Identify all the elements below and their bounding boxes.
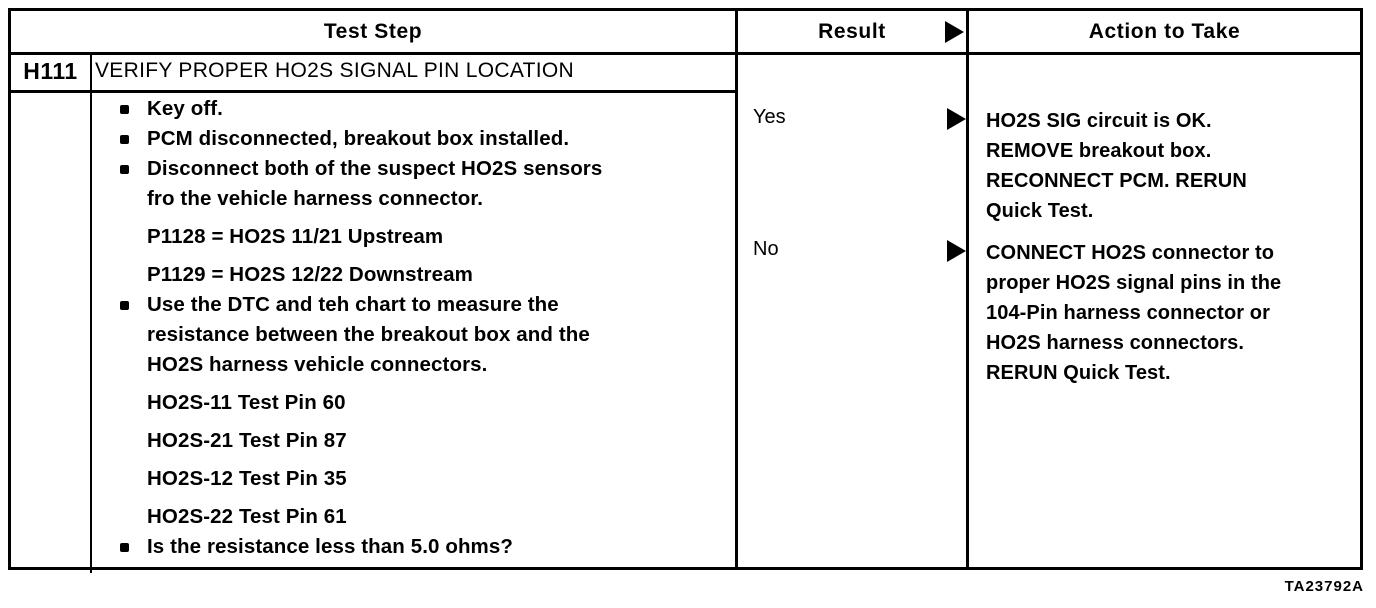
test-step-text: Key off.: [147, 97, 223, 120]
right-triangle-icon: [947, 108, 966, 130]
branch-action-line: Quick Test.: [986, 200, 1094, 222]
test-step-text: P1129 = HO2S 12/22 Downstream: [147, 263, 473, 286]
column-header-result-label: Result: [818, 19, 886, 43]
branch-action-line: HO2S harness connectors.: [986, 332, 1245, 354]
branch-action-line: RECONNECT PCM. RERUN: [986, 170, 1247, 192]
column-header-action: Action to Take: [969, 11, 1360, 52]
step-id-divider: [90, 52, 92, 573]
bullet-icon: [120, 105, 129, 114]
test-step-list: Key off. PCM disconnected, breakout box i…: [11, 94, 731, 562]
branch-action: CONNECT HO2S connector to proper HO2S sig…: [986, 238, 1366, 388]
branch-action-line: proper HO2S signal pins in the: [986, 272, 1282, 294]
step-id: H111: [11, 52, 90, 90]
bullet-icon: [120, 135, 129, 144]
bullet-icon: [120, 165, 129, 174]
diagnostic-table: Test Step Result Action to Take H111 VER…: [8, 8, 1366, 573]
test-step-item: Key off.: [11, 94, 731, 124]
test-step-item: Use the DTC and teh chart to measure the…: [11, 290, 731, 380]
test-step-text: HO2S-11 Test Pin 60: [147, 391, 346, 414]
test-step-text: HO2S-22 Test Pin 61: [147, 505, 347, 528]
action-column-divider: [966, 11, 969, 570]
test-step-text: HO2S-12 Test Pin 35: [147, 467, 347, 490]
column-header-result: Result: [738, 11, 966, 52]
branch-action-line: 104-Pin harness connector or: [986, 302, 1271, 324]
test-step-text: Use the DTC and teh chart to measure the: [147, 293, 559, 316]
branch-result-label: No: [753, 238, 779, 260]
test-step-text: HO2S-21 Test Pin 87: [147, 429, 347, 452]
step-id-label: H111: [23, 57, 78, 84]
test-step-text: Disconnect both of the suspect HO2S sens…: [147, 157, 603, 180]
test-step-text: PCM disconnected, breakout box installed…: [147, 127, 570, 150]
test-step-item: Disconnect both of the suspect HO2S sens…: [11, 154, 731, 214]
branch-result-label: Yes: [753, 106, 786, 128]
header-divider: [11, 52, 1360, 55]
test-step-text-continued: fro the vehicle harness connector.: [147, 187, 484, 210]
result-column-divider: [735, 11, 738, 570]
test-step-text: Is the resistance less than 5.0 ohms?: [147, 535, 514, 558]
branch-action-line: REMOVE breakout box.: [986, 140, 1212, 162]
test-step-text-continued: HO2S harness vehicle connectors.: [147, 353, 488, 376]
branch-action-line: HO2S SIG circuit is OK.: [986, 110, 1212, 132]
step-title-label: VERIFY PROPER HO2S SIGNAL PIN LOCATION: [95, 59, 574, 82]
bullet-icon: [120, 301, 129, 310]
right-triangle-icon: [947, 240, 966, 262]
test-step-item: P1129 = HO2S 12/22 Downstream: [11, 260, 731, 290]
test-step-item: HO2S-22 Test Pin 61: [11, 502, 731, 532]
column-header-action-label: Action to Take: [1088, 19, 1241, 43]
step-title-divider: [11, 90, 735, 93]
test-step-item: P1128 = HO2S 11/21 Upstream: [11, 222, 731, 252]
branch-action-line: CONNECT HO2S connector to: [986, 242, 1275, 264]
test-step-text-continued: resistance between the breakout box and …: [147, 323, 590, 346]
bullet-icon: [120, 543, 129, 552]
test-step-item: HO2S-21 Test Pin 87: [11, 426, 731, 456]
test-step-item: HO2S-11 Test Pin 60: [11, 388, 731, 418]
test-step-item: HO2S-12 Test Pin 35: [11, 464, 731, 494]
column-header-test-step-label: Test Step: [323, 19, 423, 43]
column-header-test-step: Test Step: [11, 11, 735, 52]
right-triangle-icon: [945, 20, 964, 43]
figure-code: TA23792A: [1284, 578, 1364, 595]
test-step-item: Is the resistance less than 5.0 ohms?: [11, 532, 731, 562]
test-step-item: PCM disconnected, breakout box installed…: [11, 124, 731, 154]
branch-action-line: RERUN Quick Test.: [986, 362, 1171, 384]
step-title: VERIFY PROPER HO2S SIGNAL PIN LOCATION: [95, 52, 731, 90]
branch-action: HO2S SIG circuit is OK. REMOVE breakout b…: [986, 106, 1366, 226]
test-step-text: P1128 = HO2S 11/21 Upstream: [147, 225, 444, 248]
